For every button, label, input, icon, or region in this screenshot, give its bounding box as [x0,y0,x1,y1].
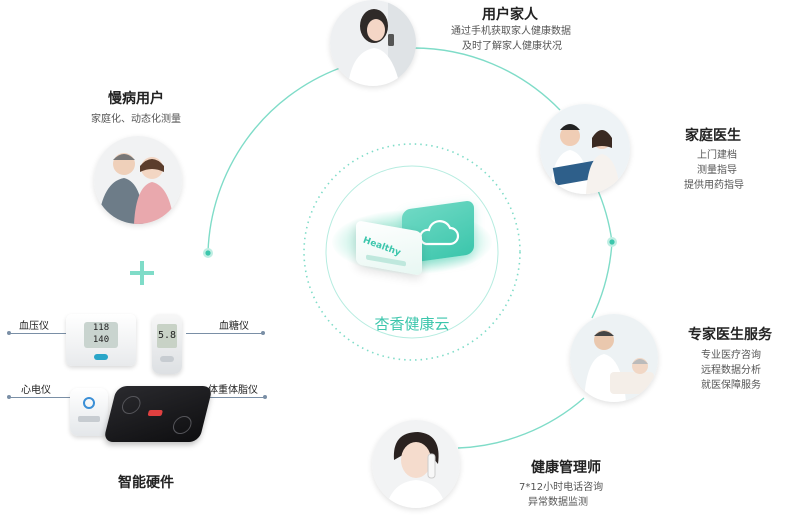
hardware-title: 智能硬件 [118,475,174,491]
bp-reading-2: 140 [92,335,110,345]
expert-desc-1: 专业医疗咨询 [701,350,761,361]
patient-title: 慢病用户 [108,91,164,107]
doctor-desc-2: 测量指导 [697,165,737,176]
family-desc-2: 及时了解家人健康状况 [462,41,562,52]
glucose-line-dot [261,331,265,335]
ring-arc-patient-family [207,67,341,253]
bp-monitor-device: 118 140 [66,314,136,366]
manager-desc-1: 7*12小时电话咨询 [519,482,604,493]
bp-reading-1: 118 [92,323,110,333]
health-manager-photo [372,420,460,508]
patient-photo [94,136,182,224]
ring-arc-dot-expert [591,241,613,319]
body-scale-device [103,386,213,442]
patient-desc-1: 家庭化、动态化测量 [91,114,181,125]
family-title: 用户家人 [482,7,538,23]
bp-line [9,333,67,334]
glucose-meter-label: 血糖仪 [219,321,249,332]
expert-photo [570,314,658,402]
ecg-monitor-label: 心电仪 [21,385,51,396]
scale-line [196,397,264,398]
glucose-meter-device: 5.8 [152,314,182,374]
family-desc-1: 通过手机获取家人健康数据 [451,26,571,37]
inner-solid-ring [325,165,499,339]
bp-monitor-label: 血压仪 [19,321,49,332]
scale-line-dot [263,395,267,399]
family-photo [330,0,416,86]
expert-title: 专家医生服务 [688,327,772,343]
body-scale-label: 体重体脂仪 [208,385,258,396]
doctor-desc-3: 提供用药指导 [684,180,744,191]
hub-title: 杏香健康云 [374,315,450,333]
manager-title: 健康管理师 [531,460,601,476]
ring-arc-family-doctor [411,47,561,111]
glucose-line [186,333,262,334]
manager-desc-2: 异常数据监测 [528,497,588,508]
ring-arc-expert-manager [457,397,585,449]
family-doctor-photo [540,104,630,194]
cloud-icon [419,220,460,246]
plus-icon [130,261,154,285]
glucose-reading: 5.8 [157,324,177,348]
expert-desc-3: 就医保障服务 [701,380,761,391]
ring-arc-doctor-dot [595,185,613,243]
ecg-monitor-device [70,388,108,436]
doctor-desc-1: 上门建档 [697,150,737,161]
inner-dotted-ring [303,143,521,361]
ecg-line [9,397,77,398]
expert-desc-2: 远程数据分析 [701,365,761,376]
doctor-title: 家庭医生 [685,128,741,144]
